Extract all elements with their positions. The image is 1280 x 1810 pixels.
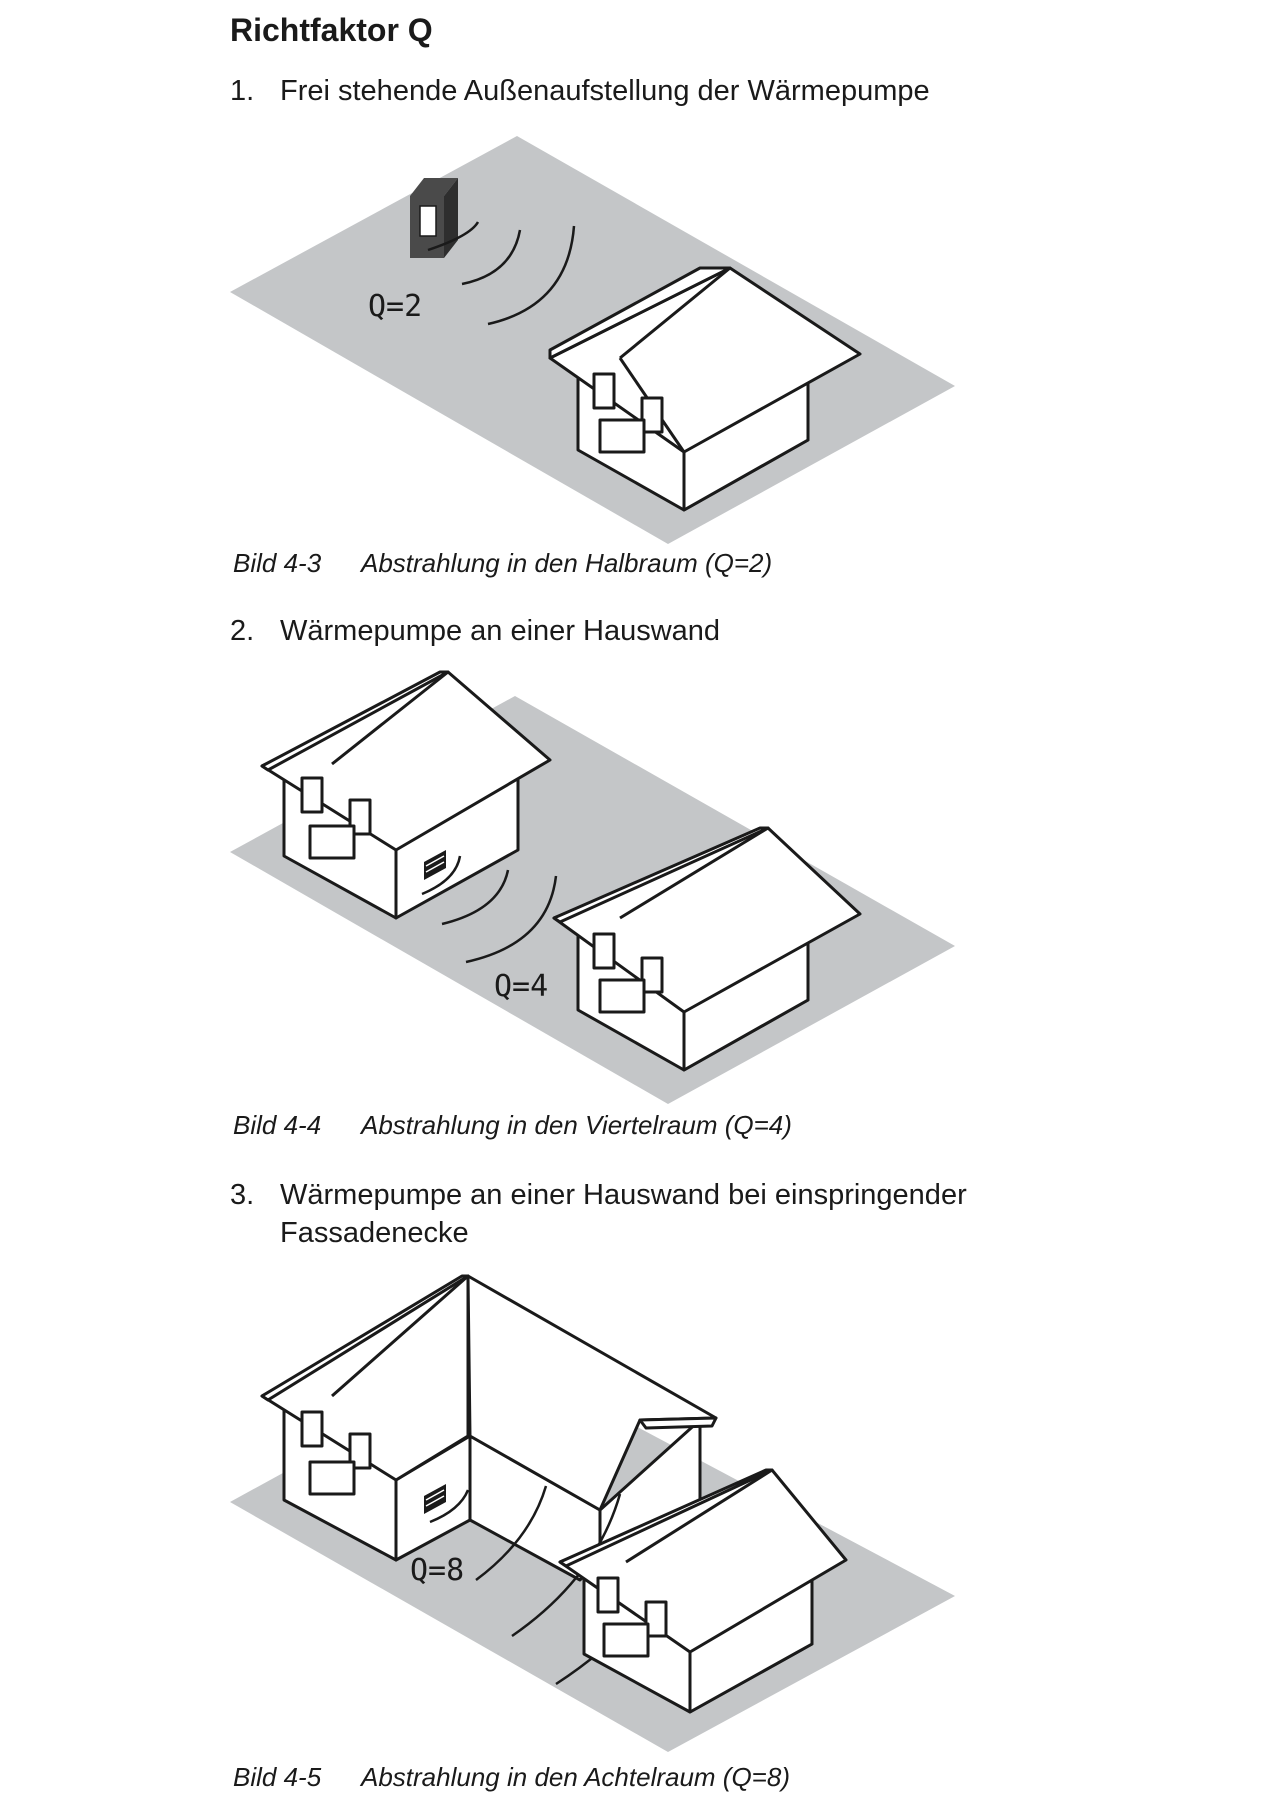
caption-2: Bild 4-4 Abstrahlung in den Viertelraum (… — [233, 1110, 792, 1141]
q-label-4: Q=4 — [494, 969, 548, 1004]
q-label-2: Q=2 — [368, 289, 422, 324]
caption-3-text: Abstrahlung in den Achtelraum (Q=8) — [361, 1762, 790, 1792]
illustration-eighthspace: Q=8 — [230, 1274, 955, 1752]
house-left — [260, 670, 552, 920]
sound-waves-2 — [421, 855, 558, 964]
heat-pump-grille-3 — [424, 1484, 446, 1514]
caption-3-figure: Bild 4-5 — [233, 1762, 322, 1792]
page-title: Richtfaktor Q — [230, 12, 433, 48]
sound-waves — [427, 221, 576, 326]
heat-pump-unit — [410, 178, 458, 258]
heat-pump-grille — [424, 850, 446, 880]
house-front — [558, 1468, 848, 1714]
caption-1-text: Abstrahlung in den Halbraum (Q=2) — [361, 548, 773, 578]
step-1-text: Frei stehende Außenaufstellung der Wärme… — [280, 75, 930, 107]
caption-1: Bild 4-3 Abstrahlung in den Halbraum (Q=2… — [233, 548, 772, 579]
caption-2-figure: Bild 4-4 — [233, 1110, 322, 1140]
step-3: 3. Wärmepumpe an einer Hauswand bei einsp… — [230, 1176, 967, 1252]
step-1-number: 1. — [230, 75, 255, 107]
step-2: 2. Wärmepumpe an einer Hauswand — [230, 612, 720, 650]
step-3-number: 3. — [230, 1179, 255, 1211]
illustration-halfspace: Q=2 — [230, 136, 955, 544]
step-1: 1. Frei stehende Außenaufstellung der Wär… — [230, 72, 930, 110]
house-right — [552, 826, 862, 1072]
caption-1-figure: Bild 4-3 — [233, 548, 322, 578]
building-corner — [260, 1274, 718, 1582]
step-3-text-line1: Wärmepumpe an einer Hauswand bei einspri… — [280, 1179, 967, 1211]
illustration-quarterspace: Q=4 — [230, 670, 955, 1104]
step-2-number: 2. — [230, 615, 255, 647]
house — [548, 266, 862, 512]
step-2-text: Wärmepumpe an einer Hauswand — [280, 615, 721, 647]
step-3-text-line2: Fassadenecke — [280, 1217, 469, 1249]
step-3-text: Wärmepumpe an einer Hauswand bei einspri… — [280, 1176, 967, 1252]
caption-2-text: Abstrahlung in den Viertelraum (Q=4) — [361, 1110, 792, 1140]
q-label-8: Q=8 — [410, 1553, 464, 1588]
caption-3: Bild 4-5 Abstrahlung in den Achtelraum (Q… — [233, 1762, 790, 1793]
